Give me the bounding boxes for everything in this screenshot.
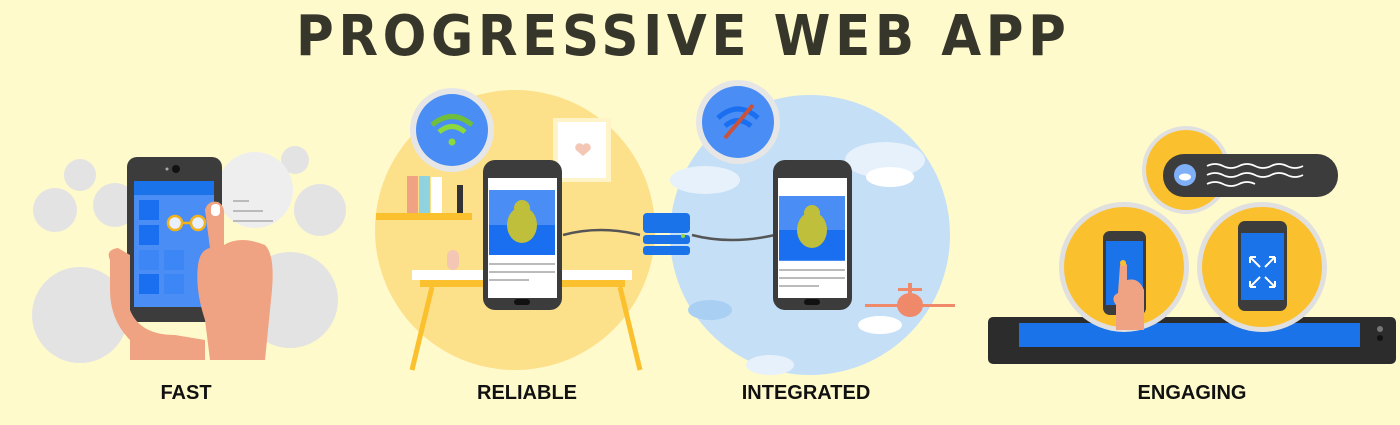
router-icon: [643, 213, 690, 255]
page-title: PROGRESSIVE WEB APP: [296, 4, 1071, 69]
touch-circle: [1059, 202, 1189, 332]
pear-icon: [507, 207, 537, 243]
cloud-icon: [1179, 173, 1191, 181]
notification-bar: [1163, 154, 1338, 197]
wifi-bubble-online: [410, 88, 494, 172]
engaging-illustration: [980, 120, 1400, 380]
fast-illustration: [0, 140, 380, 370]
feature-label-reliable: RELIABLE: [477, 382, 577, 404]
fullscreen-circle: [1197, 202, 1327, 332]
heart-icon: [575, 143, 591, 156]
feature-label-engaging: ENGAGING: [1137, 382, 1247, 404]
finger-icon: [1113, 262, 1144, 330]
feature-label-fast: FAST: [160, 382, 212, 404]
expand-icon: [1249, 256, 1276, 288]
feature-label-integrated: INTEGRATED: [741, 382, 871, 404]
phone-integrated: [773, 160, 852, 310]
phone-reliable: [483, 160, 562, 310]
wifi-bubble-offline: [696, 80, 780, 164]
airplane-icon: [865, 283, 955, 317]
wifi-icon: [448, 138, 456, 146]
glasses-icon: [166, 214, 207, 232]
reliable-integrated-illustration: [370, 80, 970, 380]
wifi-off-icon: [723, 103, 755, 140]
